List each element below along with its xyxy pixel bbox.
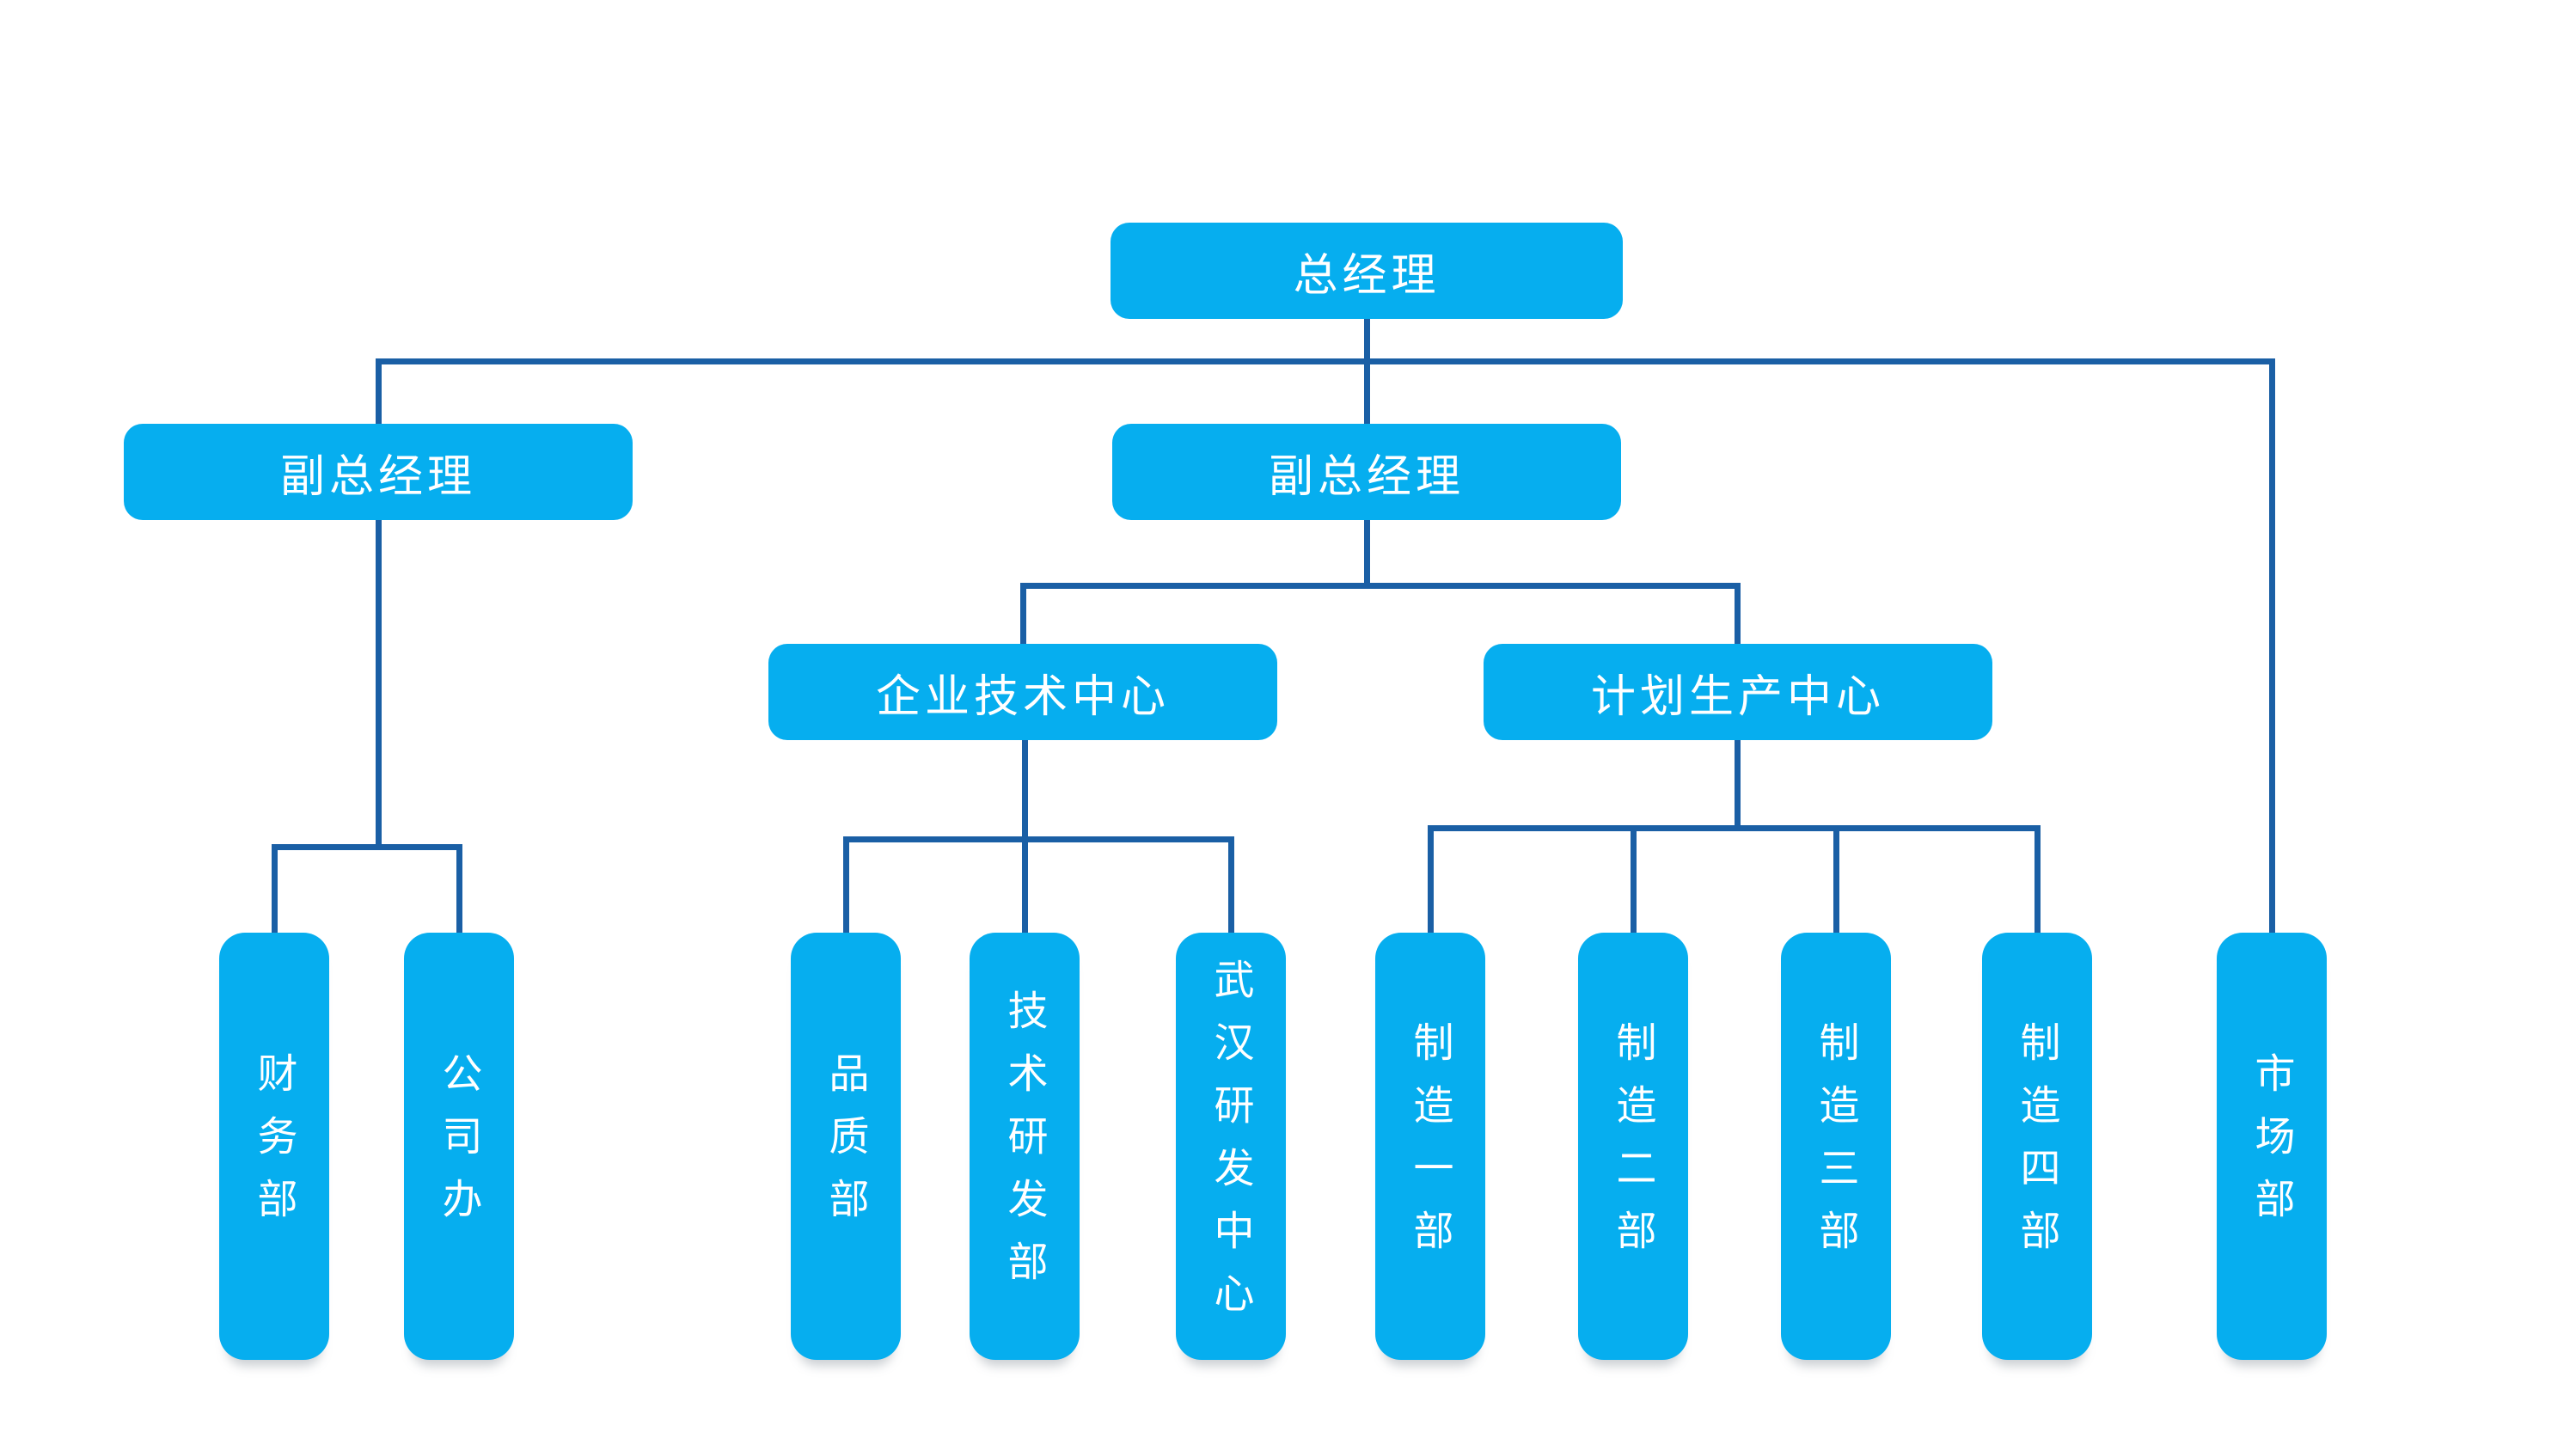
node-manufacturing-dept-3: 制造三部 (1781, 933, 1891, 1360)
connector-level3-horizontal (1020, 583, 1741, 589)
node-quality-dept-label: 品质部 (823, 1052, 869, 1240)
connector-stem-deputy-right (1364, 520, 1370, 587)
connector-stem-production-center (1735, 740, 1741, 830)
node-tech-rd-dept-label: 技术研发部 (1001, 989, 1048, 1303)
connector-drop-deputy-right (1364, 358, 1370, 427)
node-planning-production-center: 计划生产中心 (1484, 644, 1992, 740)
connector-drop-manufacturing-3 (1833, 825, 1839, 934)
connector-drop-production-center (1735, 583, 1741, 646)
connector-drop-manufacturing-2 (1631, 825, 1637, 934)
node-manufacturing-dept-2: 制造二部 (1578, 933, 1688, 1360)
connector-drop-wuhan-rd-center (1228, 836, 1234, 934)
node-deputy-gm-right-label: 副总经理 (1268, 451, 1465, 502)
connector-drop-quality-dept (843, 836, 849, 934)
node-manufacturing-dept-3-label: 制造三部 (1813, 1020, 1859, 1272)
node-manufacturing-dept-4: 制造四部 (1982, 933, 2092, 1360)
connector-stem-deputy-left (376, 520, 382, 850)
node-deputy-gm-left-label: 副总经理 (279, 451, 476, 502)
node-manufacturing-dept-2-label: 制造二部 (1610, 1020, 1656, 1272)
node-finance-dept-label: 财务部 (251, 1052, 297, 1240)
node-deputy-gm-right: 副总经理 (1112, 424, 1621, 520)
node-marketing-dept: 市场部 (2217, 933, 2327, 1360)
connector-drop-company-office (456, 844, 462, 934)
node-quality-dept: 品质部 (791, 933, 901, 1360)
node-finance-dept: 财务部 (219, 933, 329, 1360)
node-marketing-dept-label: 市场部 (2249, 1052, 2295, 1240)
node-planning-production-center-label: 计划生产中心 (1590, 671, 1885, 722)
connector-drop-tech-center (1020, 583, 1026, 646)
node-wuhan-rd-center: 武汉研发中心 (1176, 933, 1286, 1360)
node-manufacturing-dept-4-label: 制造四部 (2014, 1020, 2060, 1272)
node-manufacturing-dept-1: 制造一部 (1375, 933, 1485, 1360)
node-enterprise-tech-center: 企业技术中心 (768, 644, 1277, 740)
connector-tech-group-horizontal (843, 836, 1234, 842)
connector-level1-horizontal (376, 358, 2275, 364)
connector-drop-marketing-dept (2269, 358, 2275, 934)
node-tech-rd-dept: 技术研发部 (970, 933, 1080, 1360)
node-enterprise-tech-center-label: 企业技术中心 (875, 671, 1170, 722)
connector-drop-manufacturing-1 (1428, 825, 1434, 934)
connector-production-group-horizontal (1428, 825, 2041, 831)
node-wuhan-rd-center-label: 武汉研发中心 (1208, 958, 1254, 1335)
node-company-office-label: 公司办 (436, 1052, 482, 1240)
connector-drop-deputy-left (376, 358, 382, 427)
connector-drop-manufacturing-4 (2034, 825, 2041, 934)
connector-drop-finance-dept (272, 844, 278, 934)
node-general-manager-label: 总经理 (1293, 250, 1441, 301)
connector-left-group-horizontal (272, 844, 462, 850)
node-manufacturing-dept-1-label: 制造一部 (1407, 1020, 1453, 1272)
node-general-manager: 总经理 (1111, 223, 1623, 319)
connector-root-stem (1364, 319, 1370, 364)
node-deputy-gm-left: 副总经理 (124, 424, 633, 520)
node-company-office: 公司办 (404, 933, 514, 1360)
